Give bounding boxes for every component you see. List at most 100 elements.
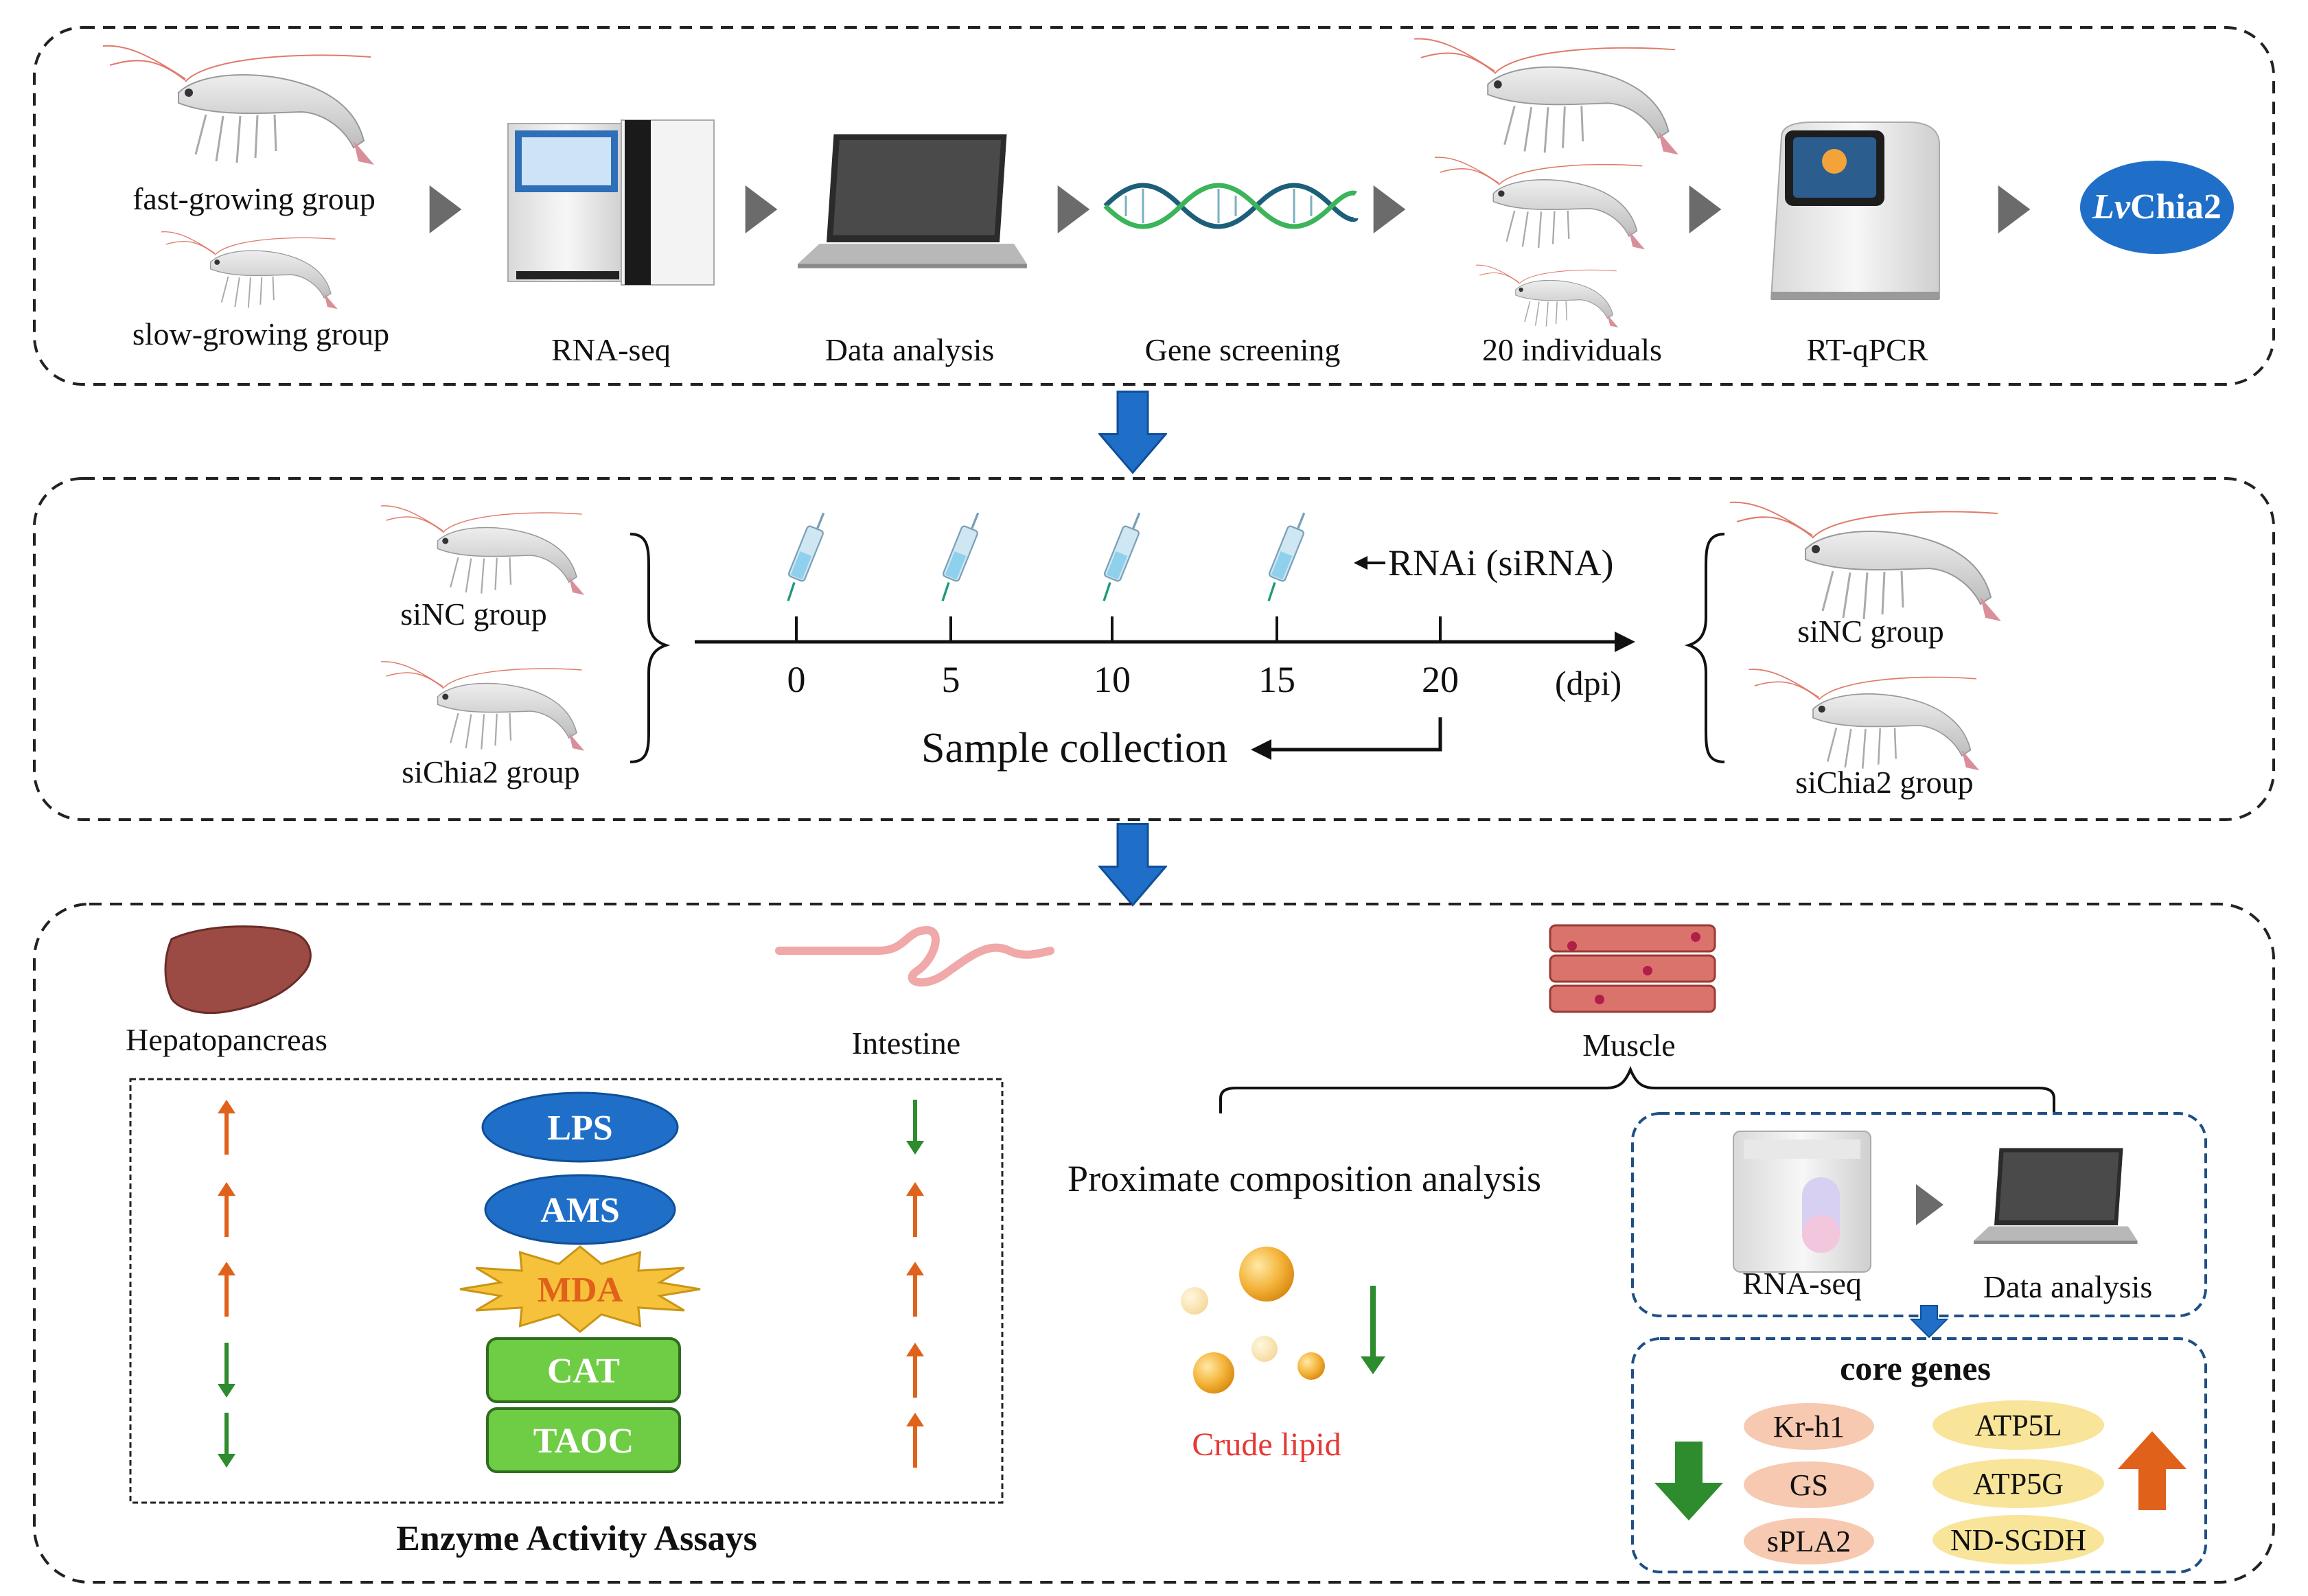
slow-group-label: slow-growing group xyxy=(132,316,389,351)
core-genes-title: core genes xyxy=(1840,1349,1991,1387)
lipid-label: Crude lipid xyxy=(1192,1426,1341,1463)
timeline-tick-label: 5 xyxy=(942,659,960,700)
gene-badge xyxy=(2080,161,2234,254)
gene-pill-up xyxy=(1932,1459,2104,1508)
hepato-trend-arrow-head xyxy=(218,1454,235,1468)
shrimp-icon xyxy=(381,660,586,752)
timeline-tick-label: 0 xyxy=(787,659,806,700)
gene-label: Kr-h1 xyxy=(1773,1410,1845,1444)
syringe-icon xyxy=(940,511,980,603)
bracket xyxy=(1684,533,1725,763)
syringe-icon xyxy=(786,511,825,603)
gene-label: ATP5L xyxy=(1974,1409,2062,1442)
analysis-label: Data analysis xyxy=(1983,1269,2153,1304)
shrimp-icon xyxy=(381,505,586,596)
fast-group-label: fast-growing group xyxy=(132,181,376,216)
step-label: RT-qPCR xyxy=(1806,332,1928,367)
flow-down-arrow xyxy=(1098,822,1167,907)
arrow-triangle xyxy=(1689,185,1722,233)
step-label: Gene screening xyxy=(1145,332,1341,367)
laptop-icon xyxy=(1974,1148,2138,1244)
core-genes-box xyxy=(1631,1337,2207,1573)
gene-label: ND-SGDH xyxy=(1950,1523,2086,1557)
sequencer-icon xyxy=(507,119,715,286)
arrow-triangle xyxy=(745,185,778,233)
enzyme-label: LPS xyxy=(547,1109,612,1148)
flow-down-arrow xyxy=(1098,390,1167,474)
intestine-trend-arrow-head xyxy=(906,1182,924,1196)
left-group-label: siNC group xyxy=(400,597,546,632)
gene-pill-down xyxy=(1744,1461,1874,1508)
hepato-label: Hepatopancreas xyxy=(126,1022,327,1057)
laptop-icon xyxy=(798,134,1027,268)
assay-title: Enzyme Activity Assays xyxy=(396,1519,757,1558)
arrow-triangle xyxy=(1057,185,1090,233)
left-group-label: siChia2 group xyxy=(402,754,579,789)
hepato-trend-arrow-head xyxy=(218,1182,235,1196)
genes-up-arrow xyxy=(2118,1431,2186,1510)
lipid-droplet-icon xyxy=(1181,1247,1325,1393)
gene-pill-down xyxy=(1744,1403,1874,1450)
enzyme-badge xyxy=(459,1245,701,1333)
step-label: Data analysis xyxy=(825,332,995,367)
arrow-triangle xyxy=(1998,185,2031,233)
gene-label: ATP5G xyxy=(1973,1467,2064,1501)
gene-label: sPLA2 xyxy=(1767,1525,1851,1558)
syringe-icon xyxy=(1267,511,1306,603)
arrow-triangle xyxy=(429,185,462,233)
sample-connector xyxy=(1269,717,1442,752)
enzyme-badge xyxy=(481,1091,679,1163)
hepato-trend-arrow-head xyxy=(218,1384,235,1398)
timeline-tick-label: 20 xyxy=(1422,659,1459,700)
sequencer-icon xyxy=(1733,1131,1871,1273)
step-label: RNA-seq xyxy=(551,332,671,367)
intestine-trend-arrow-head xyxy=(906,1343,924,1356)
gene-pill-up xyxy=(1932,1400,2104,1450)
shrimp-icon xyxy=(161,231,338,310)
shrimp-icon xyxy=(1414,38,1680,156)
timeline-tick-label: 10 xyxy=(1094,659,1131,700)
seq-label: RNA-seq xyxy=(1742,1266,1862,1301)
shrimp-icon xyxy=(103,45,376,166)
enzyme-badge xyxy=(484,1174,676,1245)
gene-badge-label: LvChia2 xyxy=(2092,187,2222,227)
enzyme-label: CAT xyxy=(547,1352,620,1391)
hepato-trend-arrow-head xyxy=(218,1262,235,1275)
shrimp-icon xyxy=(1435,156,1646,251)
muscle-brace xyxy=(1219,1065,2055,1113)
enzyme-label: TAOC xyxy=(533,1422,634,1461)
sample-arrowhead xyxy=(1251,739,1271,760)
timeline-arrowhead xyxy=(1615,632,1635,652)
intestine-label: Intestine xyxy=(852,1026,960,1061)
syringe-icon xyxy=(1102,511,1141,603)
rnai-label: RNAi (siRNA) xyxy=(1388,542,1614,583)
hepato-trend-arrow-head xyxy=(218,1100,235,1113)
enzyme-label: MDA xyxy=(538,1271,623,1310)
small-down-arrow xyxy=(1909,1305,1949,1339)
shrimp-icon xyxy=(1476,264,1619,328)
intestine-icon xyxy=(775,925,1054,987)
arrow-triangle xyxy=(1373,185,1406,233)
gene-pill-down xyxy=(1744,1518,1874,1564)
enzyme-label: AMS xyxy=(540,1191,620,1230)
intestine-trend-arrow-head xyxy=(906,1413,924,1426)
panel-rnai xyxy=(33,477,2275,821)
gene-pill-up xyxy=(1932,1515,2104,1564)
enzyme-assay-box xyxy=(129,1078,1004,1504)
genes-down-arrow xyxy=(1654,1442,1723,1520)
arrow-triangle xyxy=(1916,1184,1943,1225)
timeline-unit: (dpi) xyxy=(1555,664,1622,702)
shrimp-icon xyxy=(1730,501,2003,623)
lipid-trend-arrow-head xyxy=(1361,1356,1385,1374)
gene-label: GS xyxy=(1790,1468,1828,1502)
step-label: 20 individuals xyxy=(1482,332,1662,367)
panel-screening xyxy=(33,26,2275,386)
enzyme-badge xyxy=(486,1407,681,1473)
dna-icon xyxy=(1103,183,1359,229)
right-group-label: siChia2 group xyxy=(1795,765,1973,800)
intestine-trend-arrow-head xyxy=(906,1262,924,1275)
muscle-icon xyxy=(1549,924,1716,1013)
sample-label: Sample collection xyxy=(921,725,1227,772)
bracket xyxy=(630,533,671,763)
